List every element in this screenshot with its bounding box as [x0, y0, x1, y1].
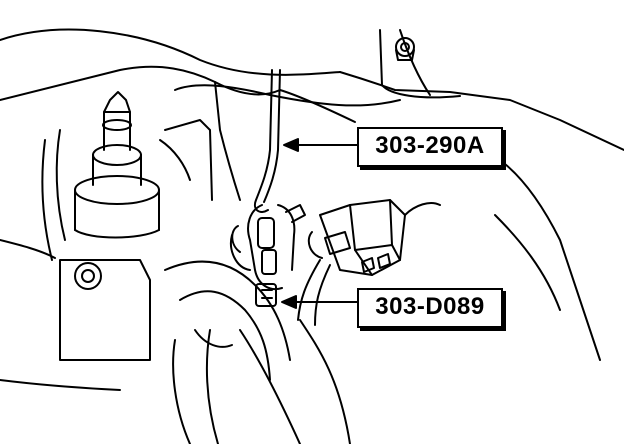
clip-assembly [230, 204, 306, 307]
bolt [395, 37, 415, 61]
left-housing-outline [0, 119, 213, 391]
arrowhead-303-290a [283, 138, 299, 152]
upper-housing-outline [0, 28, 624, 361]
leader-arrows [281, 138, 358, 309]
callout-label-303-290a: 303-290A [357, 127, 503, 167]
sensor-post [74, 91, 160, 239]
electrical-connector [297, 199, 441, 326]
callout-label-303-d089: 303-D089 [357, 288, 503, 328]
lower-hoses [164, 260, 351, 444]
wire-tool [254, 69, 281, 213]
arrowhead-303-d089 [281, 295, 297, 309]
